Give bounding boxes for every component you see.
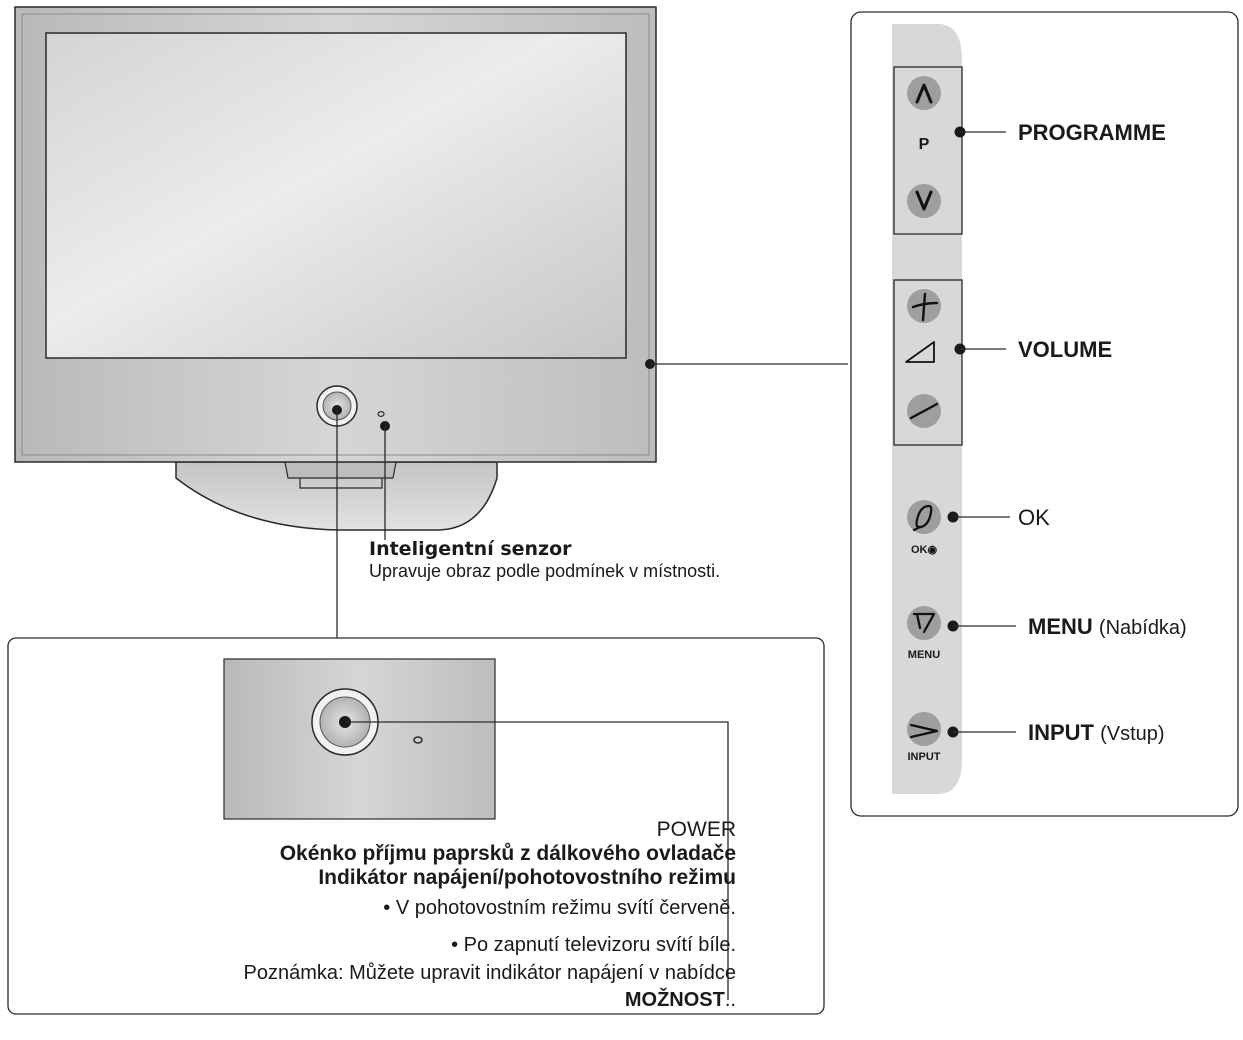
ok-button-icon[interactable]	[907, 500, 941, 534]
tv-power-button-icon	[316, 385, 358, 427]
programme-group	[893, 66, 1006, 235]
input-caption: INPUT	[907, 751, 941, 763]
volume-group	[893, 279, 1006, 446]
programme-up-icon[interactable]	[907, 76, 941, 110]
tv-screen	[45, 32, 627, 359]
sensor-description: Upravuje obraz podle podmínek v místnost…	[369, 561, 721, 581]
power-line-2: Okénko příjmu paprsků z dálkového ovlada…	[279, 842, 736, 865]
power-line-3: Indikátor napájení/pohotovostního režimu	[318, 866, 736, 889]
power-line-4: • V pohotovostním režimu svítí červeně.	[383, 897, 736, 919]
power-line-1: POWER	[656, 818, 736, 841]
power-detail-box	[7, 637, 825, 1015]
input-button-icon[interactable]	[907, 712, 941, 746]
ok-caption: OK◉	[910, 544, 938, 556]
power-text-block: POWER Okénko příjmu paprsků z dálkového …	[40, 818, 736, 1011]
programme-down-icon[interactable]	[907, 184, 941, 218]
sensor-closeup-icon	[413, 736, 423, 744]
label-programme: PROGRAMME	[1018, 120, 1166, 145]
label-ok: OK	[1018, 505, 1050, 530]
volume-wedge-icon	[905, 341, 935, 363]
tv-callout-lines	[336, 359, 848, 638]
label-menu: MENU (Nabídka)	[1028, 614, 1187, 639]
menu-caption: MENU	[907, 649, 941, 661]
menu-button-icon[interactable]	[907, 606, 941, 640]
sensor-title: Inteligentní senzor	[369, 538, 572, 560]
side-panel-box	[850, 11, 1239, 817]
power-line-7: MOŽNOST..	[624, 989, 736, 1011]
label-volume: VOLUME	[1018, 337, 1113, 362]
power-line-5: • Po zapnutí televizoru svítí bíle.	[451, 934, 736, 956]
label-input: INPUT (Vstup)	[1028, 720, 1165, 745]
programme-p-letter: P	[918, 136, 930, 153]
volume-up-icon[interactable]	[907, 289, 941, 323]
power-line-6: Poznámka: Můžete upravit indikátor napáj…	[243, 962, 736, 984]
volume-down-icon[interactable]	[907, 394, 941, 428]
tv-body	[14, 6, 657, 463]
